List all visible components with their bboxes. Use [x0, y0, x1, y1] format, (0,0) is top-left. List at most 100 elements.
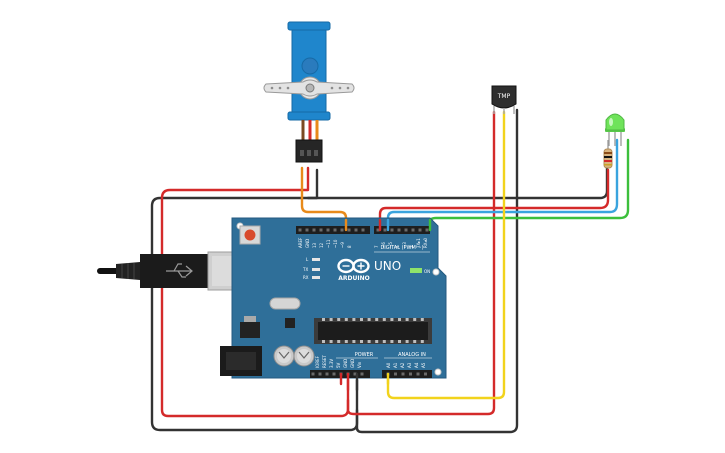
wire-black-ground-loop[interactable]: [150, 168, 359, 432]
small-chip: [285, 318, 295, 328]
chip-pin: [375, 318, 379, 321]
wire-red-sensor-vcc[interactable]: [346, 110, 496, 416]
analog-pin-a1: A1: [393, 362, 398, 368]
wire-black-sensor-ground[interactable]: [355, 108, 519, 434]
servo-mount-tab-bottom: [287, 111, 331, 121]
resistor[interactable]: [603, 140, 613, 169]
power-pin-ioref: IOREF: [315, 355, 320, 368]
resistor-band-3: [604, 160, 612, 162]
analog-pin-a2: A2: [400, 362, 405, 368]
digital-hole-15: [411, 228, 415, 232]
model-label: UNO: [374, 259, 401, 273]
reset-button[interactable]: [244, 229, 256, 241]
servo-horn-center-icon: [305, 83, 315, 93]
led-tx-label: TX: [302, 267, 308, 272]
chip-pin: [337, 340, 341, 343]
analog-pin-a0: A0: [386, 362, 391, 368]
usb-symbol-icon: [166, 263, 193, 278]
digital-pin-13: 13: [312, 242, 317, 248]
digital-pin-8: 8: [347, 245, 352, 248]
led-dome: [605, 113, 625, 131]
rgb-led[interactable]: [605, 113, 625, 146]
led-highlight: [609, 118, 613, 126]
power-pin-labels: IOREF RESET 3.3V 5V GND GND Vin: [315, 355, 362, 368]
digital-pin-9: ~9: [340, 242, 345, 248]
wire-header-ends: [339, 218, 432, 392]
wire-red-led-signal[interactable]: [378, 168, 610, 228]
servo-horn-holes: [270, 86, 350, 90]
power-pin-gnd-1: GND: [343, 359, 348, 368]
wire-orange-servo-signal[interactable]: [300, 166, 348, 228]
brand-label: ARDUINO: [338, 275, 369, 282]
wire-yellow-sensor-signal[interactable]: [386, 110, 506, 400]
power-hole-0: [311, 372, 315, 376]
digital-pin-0: RX◂0: [423, 237, 428, 248]
digital-hole-7: [347, 228, 351, 232]
servo-connector-pins: [300, 150, 318, 156]
digital-header-right[interactable]: [374, 226, 430, 234]
wires: [150, 108, 630, 434]
digital-hole-6: [340, 228, 344, 232]
digital-pin-2: 2: [409, 245, 414, 248]
chip-pin: [405, 340, 409, 343]
power-pin-vin: Vin: [357, 361, 362, 368]
arduino-uno-board[interactable]: AREF GND 13 12 ~11 ~10 ~9 8 7 ~6 ~5 4 ~3…: [220, 217, 447, 379]
analog-hole-2: [401, 372, 405, 376]
arduino-logo-icon: [337, 258, 370, 274]
digital-hole-2: [312, 228, 316, 232]
wire-black-led-ground[interactable]: [306, 166, 609, 200]
digital-hole-14: [404, 228, 408, 232]
chip-pin: [352, 318, 356, 321]
chip-pin: [398, 318, 401, 321]
digital-pin-labels: AREF GND 13 12 ~11 ~10 ~9 8 7 ~6 ~5 4 ~3…: [298, 237, 428, 249]
digital-hole-1: [305, 228, 309, 232]
power-pin-5v: 5V: [336, 362, 341, 368]
voltage-regulator-tab: [244, 316, 256, 322]
chip-pin: [352, 340, 356, 343]
analog-pin-a4: A4: [414, 362, 419, 368]
digital-pin-6: ~6: [381, 242, 386, 248]
crystal-oscillator: [269, 297, 301, 310]
digital-pin-3: ~3: [402, 242, 407, 248]
analog-pin-a5: A5: [421, 362, 426, 368]
power-pin-gnd-2: GND: [350, 359, 355, 368]
temperature-sensor[interactable]: TMP: [491, 85, 517, 114]
analog-hole-1: [394, 372, 397, 376]
digital-label: DIGITAL (PWM ~): [380, 245, 423, 251]
resistor-band-4: [604, 164, 612, 166]
digital-header-left[interactable]: [296, 226, 370, 234]
microcontroller-pins: [322, 318, 424, 343]
digital-hole-13: [397, 228, 401, 232]
digital-hole-16: [418, 228, 422, 232]
chip-pin: [382, 340, 386, 343]
power-hole-6: [353, 372, 357, 376]
digital-hole-12: [390, 228, 394, 232]
power-label: POWER: [355, 352, 374, 358]
wire-red-5v-loop[interactable]: [160, 166, 350, 418]
servo-motor[interactable]: [263, 21, 355, 163]
chip-pin: [344, 340, 348, 343]
board-mounting-holes: [236, 222, 442, 376]
chip-pin: [405, 318, 409, 321]
analog-label: ANALOG IN: [398, 352, 426, 358]
chip-pin: [329, 340, 333, 343]
chip-pin: [420, 318, 424, 321]
wire-blue-led[interactable]: [386, 138, 619, 228]
digital-hole-0: [298, 228, 302, 232]
analog-hole-4: [416, 372, 420, 376]
power-hole-3: [332, 372, 336, 376]
digital-hole-10: [376, 228, 380, 232]
chip-pin: [390, 318, 394, 321]
chip-pin: [398, 340, 401, 343]
chip-pin: [329, 318, 333, 321]
power-jack[interactable]: [220, 346, 262, 376]
on-label: ON: [424, 269, 430, 274]
analog-header[interactable]: [382, 370, 432, 378]
digital-pin-10: ~10: [333, 239, 338, 248]
digital-header-holes: [298, 228, 429, 232]
chip-pin: [344, 318, 348, 321]
chip-pin: [322, 340, 325, 343]
chip-pin: [375, 340, 379, 343]
microcontroller-chip: [318, 322, 428, 340]
